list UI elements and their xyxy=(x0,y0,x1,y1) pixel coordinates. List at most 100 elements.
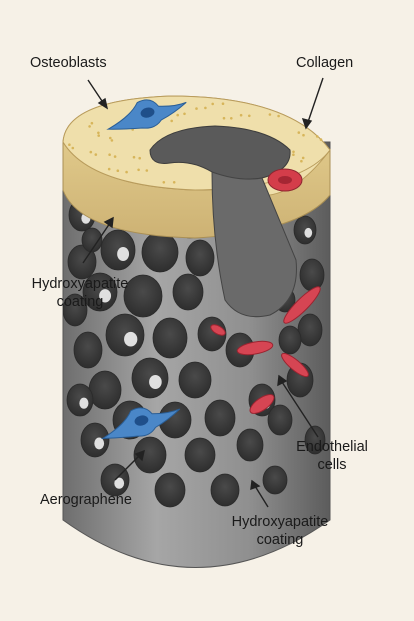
collagen-dot xyxy=(125,170,128,174)
cells-layer xyxy=(100,99,321,440)
collagen-dot xyxy=(239,113,243,117)
pore xyxy=(185,239,215,277)
leader-endothelial xyxy=(281,381,319,438)
collagen-dot xyxy=(68,143,71,146)
pore xyxy=(131,357,169,399)
collagen-dot xyxy=(302,133,305,137)
collagen-dot xyxy=(292,153,295,156)
collagen-dot xyxy=(211,102,214,106)
collagen-dot xyxy=(89,150,93,154)
collagen-dot xyxy=(183,112,186,116)
pore xyxy=(293,215,317,245)
pore xyxy=(100,229,136,271)
collagen-dot xyxy=(268,113,272,116)
pore xyxy=(81,227,103,253)
pore-highlight xyxy=(149,375,162,389)
label-endothelial-cells: Endothelial cells xyxy=(282,438,382,474)
label-aerographene: Aerographene xyxy=(40,492,132,508)
pore xyxy=(73,331,103,369)
collagen-dot xyxy=(97,131,100,135)
osteoblast-cell xyxy=(100,407,181,440)
collagen-dot xyxy=(300,159,303,163)
pore xyxy=(184,437,216,473)
collagen-dot xyxy=(248,114,251,118)
label-hydroxyapatite-bottom: Hydroxyapatite coating xyxy=(215,513,345,549)
leader-hydroxyapatite-left xyxy=(82,222,111,264)
pore xyxy=(236,428,264,462)
pore xyxy=(267,404,293,436)
pore xyxy=(172,273,204,311)
pore xyxy=(66,383,94,417)
arrowhead-hydroxyapatite-bottom xyxy=(250,479,261,491)
leader-collagen xyxy=(307,77,324,123)
collagen-dot xyxy=(204,106,207,110)
pore xyxy=(133,436,167,474)
pore xyxy=(278,325,302,355)
label-hydroxyapatite-bottom-line1: Hydroxyapatite xyxy=(231,514,329,530)
collagen-speckles xyxy=(68,102,323,184)
pore-highlight xyxy=(99,289,112,303)
label-endothelial-line2: cells xyxy=(317,457,347,474)
label-endothelial-line1: Endothelial xyxy=(296,439,368,455)
pore xyxy=(80,422,110,458)
collagen-dot xyxy=(195,107,198,110)
collagen-dot xyxy=(301,156,305,160)
pore xyxy=(304,425,326,455)
endothelial-cell xyxy=(210,324,226,336)
collagen-dot xyxy=(222,116,226,120)
endothelial-cell xyxy=(281,352,309,378)
pore-highlight xyxy=(114,477,125,489)
label-hydroxyapatite-left: Hydroxyapatite coating xyxy=(20,275,140,311)
collagen-dot xyxy=(162,181,166,184)
collagen-dot xyxy=(277,114,280,118)
collagen-dot xyxy=(176,113,179,117)
collagen-dot xyxy=(221,102,225,105)
collagen-dot xyxy=(292,150,295,154)
red-blood-cell-center xyxy=(278,176,292,184)
collagen-dot xyxy=(297,131,301,134)
pore xyxy=(152,317,188,359)
arrowhead-endothelial xyxy=(277,374,288,387)
pore xyxy=(123,274,163,318)
pore xyxy=(204,399,236,437)
osteoblast-nucleus xyxy=(134,415,149,426)
pore xyxy=(63,293,88,327)
pore xyxy=(88,370,122,410)
pore xyxy=(141,231,179,273)
label-hydroxyapatite-left-line1: Hydroxyapatite xyxy=(31,276,129,292)
arrowhead-osteoblasts xyxy=(97,97,109,110)
collagen-dot xyxy=(97,134,100,137)
collagen-dot xyxy=(137,168,140,172)
pore-highlight xyxy=(304,227,313,238)
endothelial-cell xyxy=(249,394,275,414)
pore xyxy=(262,465,288,495)
pore xyxy=(297,313,323,347)
pore xyxy=(178,361,212,399)
collagen-dot xyxy=(109,136,112,140)
pore xyxy=(299,258,325,292)
collagen-dot xyxy=(90,121,94,125)
leader-aerographene xyxy=(114,454,141,481)
collagen-dot xyxy=(170,119,173,123)
collagen-dot xyxy=(172,181,176,184)
pore xyxy=(154,472,186,508)
osteoblast-nucleus xyxy=(140,107,155,118)
pore-highlight xyxy=(79,397,89,409)
pore xyxy=(210,473,240,507)
collagen-dot xyxy=(230,117,233,120)
pore-highlight xyxy=(117,247,130,261)
leader-lines xyxy=(82,77,324,508)
label-hydroxyapatite-bottom-line2: coating xyxy=(256,532,304,549)
leader-hydroxyapatite-bottom xyxy=(254,485,269,508)
label-hydroxyapatite-left-line2: coating xyxy=(56,294,104,311)
pore xyxy=(105,313,145,357)
collagen-dot xyxy=(107,167,111,171)
collagen-dot xyxy=(116,169,120,172)
endothelial-cell xyxy=(236,340,274,356)
pore xyxy=(82,272,118,312)
label-osteoblasts: Osteoblasts xyxy=(30,55,107,71)
label-collagen: Collagen xyxy=(296,55,354,71)
pore-highlight xyxy=(124,331,138,347)
